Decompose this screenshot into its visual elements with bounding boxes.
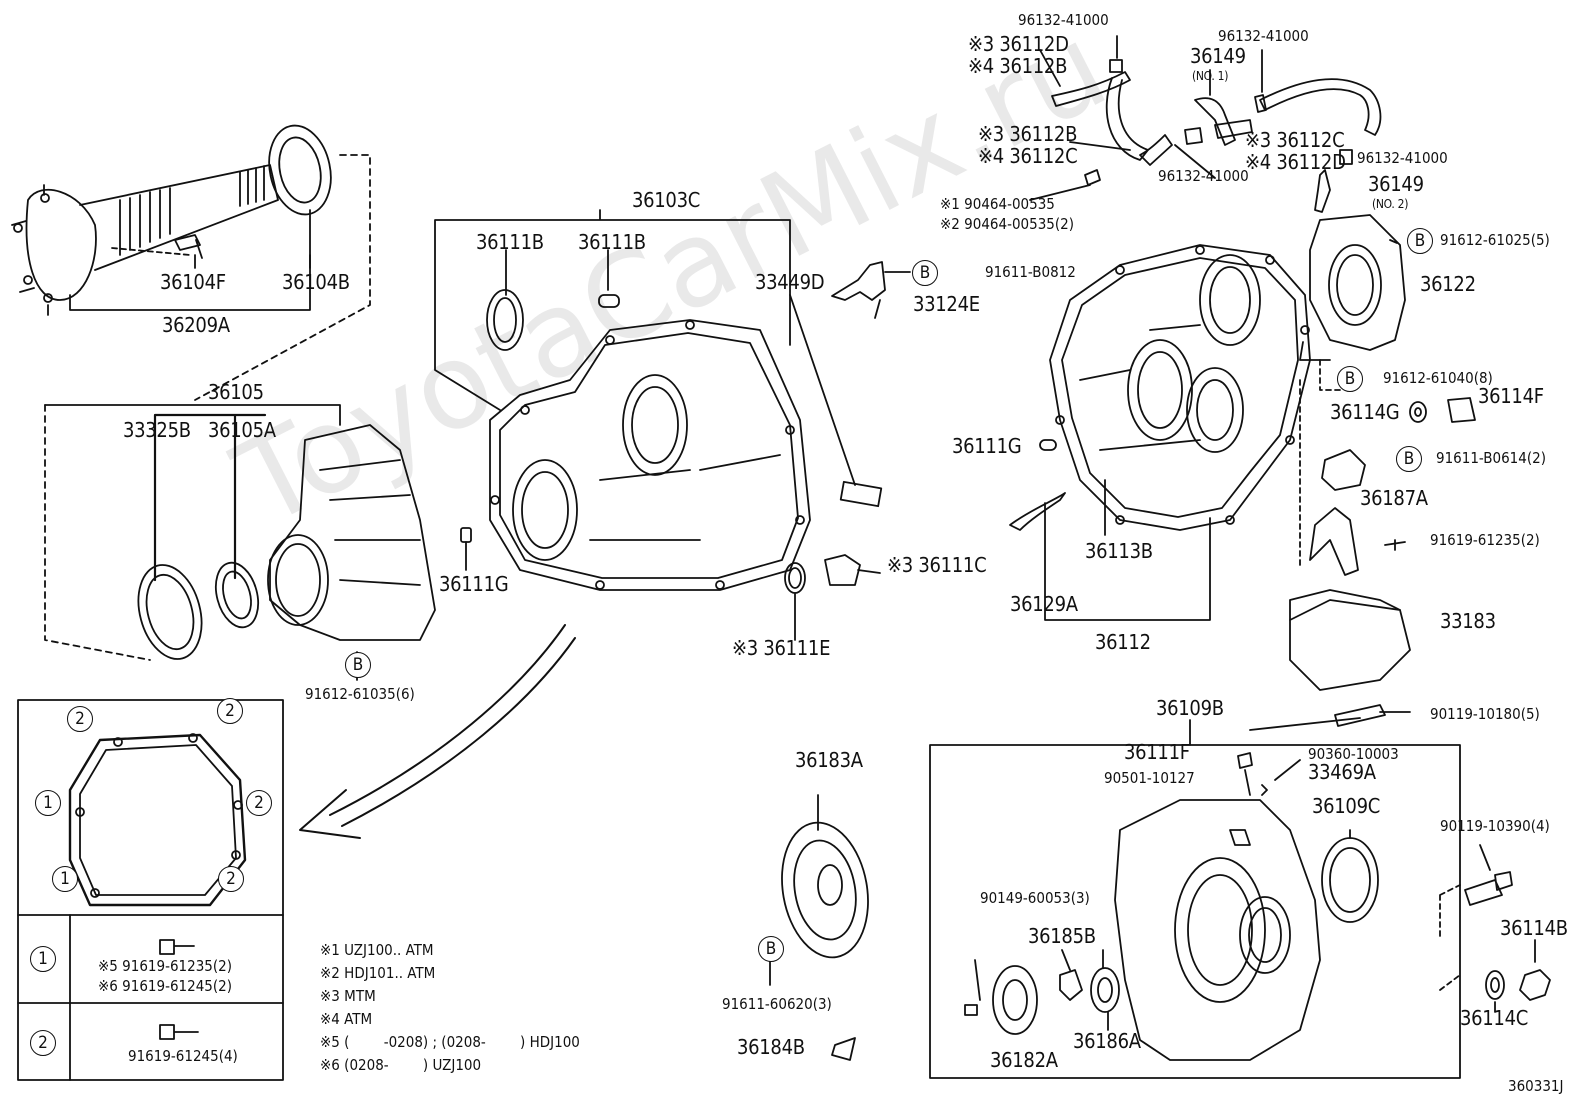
label-91611-60620: 91611-60620(3) [722, 995, 832, 1013]
label-91612-61035: 91612-61035(6) [305, 685, 415, 703]
label-36105A: 36105A [208, 418, 276, 442]
label-90464-x2: ※2 90464-00535(2) [940, 215, 1075, 233]
table-row1-b: ※6 91619-61245(2) [98, 977, 233, 995]
label-36103C: 36103C [632, 188, 700, 212]
label-36111G-left: 36111G [439, 572, 509, 596]
hoses-drawing [1051, 59, 1382, 213]
label-36111G-right: 36111G [952, 434, 1022, 458]
label-36112C-x4: ※4 36112C [978, 144, 1078, 168]
label-36183A: 36183A [795, 748, 863, 772]
marker-two: 2 [67, 706, 93, 732]
label-91612-61040: 91612-61040(8) [1383, 369, 1493, 387]
label-91611-B0614: 91611-B0614(2) [1436, 449, 1546, 467]
label-33325B: 33325B [123, 418, 191, 442]
marker-two: 2 [218, 866, 244, 892]
label-36111F: 36111F [1124, 740, 1190, 764]
label-36109B: 36109B [1156, 696, 1224, 720]
note-3: ※3 MTM [320, 987, 376, 1005]
label-36184B: 36184B [737, 1035, 805, 1059]
label-36111C-x3: ※3 36111C [887, 553, 987, 577]
label-90119-10180: 90119-10180(5) [1430, 705, 1540, 723]
label-36112B-x4: ※4 36112B [968, 54, 1068, 78]
label-36186A: 36186A [1073, 1029, 1141, 1053]
label-91619-61235: 91619-61235(2) [1430, 531, 1540, 549]
label-96132-41000-a: 96132-41000 [1018, 11, 1109, 29]
label-91612-61025: 91612-61025(5) [1440, 231, 1550, 249]
label-33124E: 33124E [913, 292, 980, 316]
marker-b: B [345, 652, 371, 678]
label-36149-no2: 36149 [1368, 172, 1424, 196]
label-96132-41000-c: 96132-41000 [1357, 149, 1448, 167]
label-no2: (NO. 2) [1372, 197, 1409, 211]
marker-b: B [1396, 446, 1422, 472]
leader-36209A [69, 209, 311, 311]
label-36187A: 36187A [1360, 486, 1428, 510]
marker-b: B [912, 260, 938, 286]
marker-two: 2 [246, 790, 272, 816]
label-36149-no1: 36149 [1190, 44, 1246, 68]
marker-b: B [1407, 228, 1433, 254]
label-36112D-x3: ※3 36112D [968, 32, 1069, 56]
output-shaft-drawing [11, 124, 332, 316]
label-36104F: 36104F [160, 270, 226, 294]
label-96132-41000-d: 96132-41000 [1158, 167, 1249, 185]
label-96132-41000-b: 96132-41000 [1218, 27, 1309, 45]
label-36112B-x3: ※3 36112B [978, 122, 1078, 146]
label-36113B: 36113B [1085, 539, 1153, 563]
label-90360-10003: 90360-10003 [1308, 745, 1399, 763]
label-36209A: 36209A [162, 313, 230, 337]
label-36182A: 36182A [990, 1048, 1058, 1072]
marker-two: 2 [217, 698, 243, 724]
label-33449D: 33449D [755, 270, 825, 294]
note-5: ※5 ( -0208) ; (0208- ) HDJ100 [320, 1033, 580, 1051]
label-33183: 33183 [1440, 609, 1496, 633]
label-36112D-x4: ※4 36112D [1245, 150, 1346, 174]
table-row1-a: ※5 91619-61235(2) [98, 957, 233, 975]
marker-one: 1 [52, 866, 78, 892]
label-36105: 36105 [208, 380, 264, 404]
table-key-two: 2 [30, 1030, 56, 1056]
marker-one: 1 [35, 790, 61, 816]
note-1: ※1 UZJ100.. ATM [320, 941, 434, 959]
note-6: ※6 (0208- ) UZJ100 [320, 1056, 482, 1074]
label-36111E-x3: ※3 36111E [732, 636, 831, 660]
label-36114G: 36114G [1330, 400, 1400, 424]
label-36122: 36122 [1420, 272, 1476, 296]
label-90464-x1: ※1 90464-00535 [940, 195, 1055, 213]
label-36185B: 36185B [1028, 924, 1096, 948]
label-36112C-x3: ※3 36112C [1245, 128, 1345, 152]
marker-b: B [1337, 366, 1363, 392]
label-36111B-a: 36111B [476, 230, 544, 254]
label-36109C: 36109C [1312, 794, 1380, 818]
marker-b: B [758, 936, 784, 962]
label-33469A: 33469A [1308, 760, 1376, 784]
table-key-one: 1 [30, 946, 56, 972]
label-90149-60053: 90149-60053(3) [980, 889, 1090, 907]
label-91611-B0812: 91611-B0812 [985, 263, 1076, 281]
label-36114B: 36114B [1500, 916, 1568, 940]
label-36104B: 36104B [282, 270, 350, 294]
label-no1: (NO. 1) [1192, 69, 1229, 83]
label-36129A: 36129A [1010, 592, 1078, 616]
figure-code: 360331J [1508, 1077, 1564, 1095]
label-36112: 36112 [1095, 630, 1151, 654]
table-row2: 91619-61245(4) [128, 1047, 238, 1065]
label-36111B-b: 36111B [578, 230, 646, 254]
note-4: ※4 ATM [320, 1010, 373, 1028]
label-90119-10390: 90119-10390(4) [1440, 817, 1550, 835]
note-2: ※2 HDJ101.. ATM [320, 964, 436, 982]
label-36114F: 36114F [1478, 384, 1544, 408]
label-36114C: 36114C [1460, 1006, 1528, 1030]
label-90501-10127: 90501-10127 [1104, 769, 1195, 787]
